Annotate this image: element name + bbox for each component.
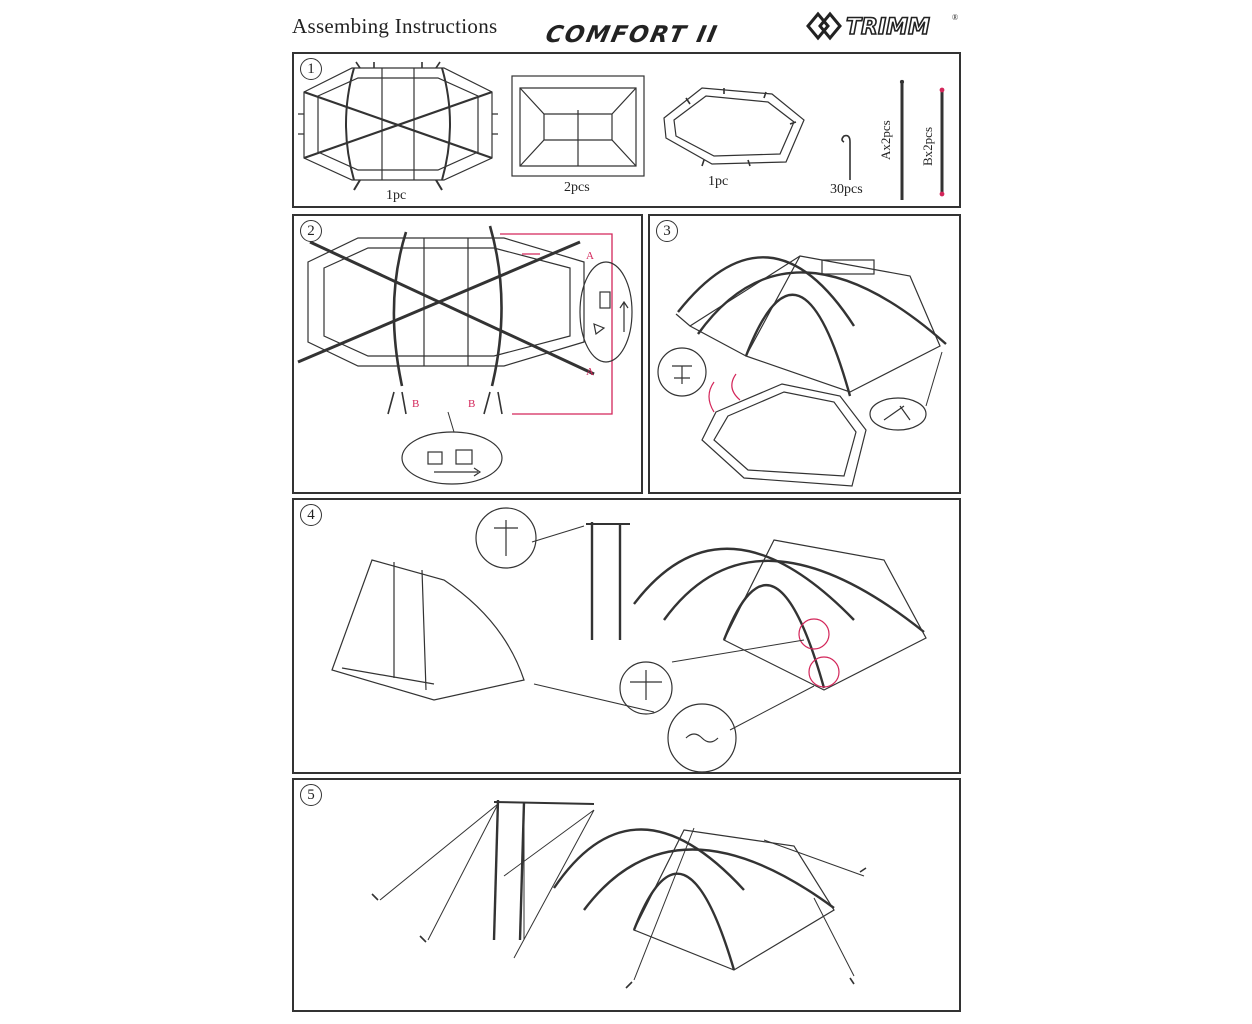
guy-lines-illustration bbox=[371, 799, 867, 989]
pole-insertion-illustration bbox=[297, 225, 633, 485]
qty-pole-b: Bx2pcs bbox=[920, 127, 935, 166]
qty-pole-a: Ax2pcs bbox=[878, 120, 893, 160]
qty-inner-tent: 1pc bbox=[386, 188, 407, 203]
step-1-panel: 1 1pc 2pcs 1pc 30pcs Ax2pcs Bx2pcs bbox=[292, 52, 961, 208]
step-number: 5 bbox=[300, 784, 322, 806]
qty-peg: 30pcs bbox=[830, 182, 863, 197]
page-title: Assembing Instructions bbox=[292, 14, 498, 38]
model-name: COMFORT II bbox=[543, 22, 721, 48]
step-4-panel: 4 bbox=[292, 498, 961, 774]
inner-tent-drawing bbox=[298, 61, 498, 191]
label-b-left: B bbox=[412, 398, 420, 410]
brand-text: TRIMM bbox=[846, 15, 930, 40]
qty-groundsheet: 1pc bbox=[708, 174, 729, 189]
registered-mark: ® bbox=[952, 13, 958, 22]
parts-illustration bbox=[298, 61, 945, 200]
step-3-panel: 3 bbox=[648, 214, 961, 494]
step-number: 1 bbox=[300, 58, 322, 80]
pole-a-drawing bbox=[899, 79, 905, 200]
trimm-logo-icon bbox=[806, 11, 842, 41]
pole-b-drawing bbox=[939, 87, 945, 197]
groundsheet-drawing bbox=[663, 87, 805, 167]
brand-logo: TRIMM ® bbox=[802, 6, 962, 46]
label-a-top: A bbox=[586, 250, 594, 262]
step-5-panel: 5 bbox=[292, 778, 961, 1012]
peg-drawing bbox=[841, 134, 851, 180]
step-number: 3 bbox=[656, 220, 678, 242]
step-2-panel: 2 A A B B bbox=[292, 214, 643, 494]
step-number: 4 bbox=[300, 504, 322, 526]
vestibule-attachment-illustration bbox=[331, 507, 927, 773]
qty-vestibule: 2pcs bbox=[564, 180, 590, 195]
vestibule-drawing bbox=[511, 75, 645, 177]
label-a-bottom: A bbox=[586, 366, 594, 378]
frame-and-groundsheet-illustration bbox=[657, 255, 947, 487]
label-b-right: B bbox=[468, 398, 476, 410]
step-number: 2 bbox=[300, 220, 322, 242]
